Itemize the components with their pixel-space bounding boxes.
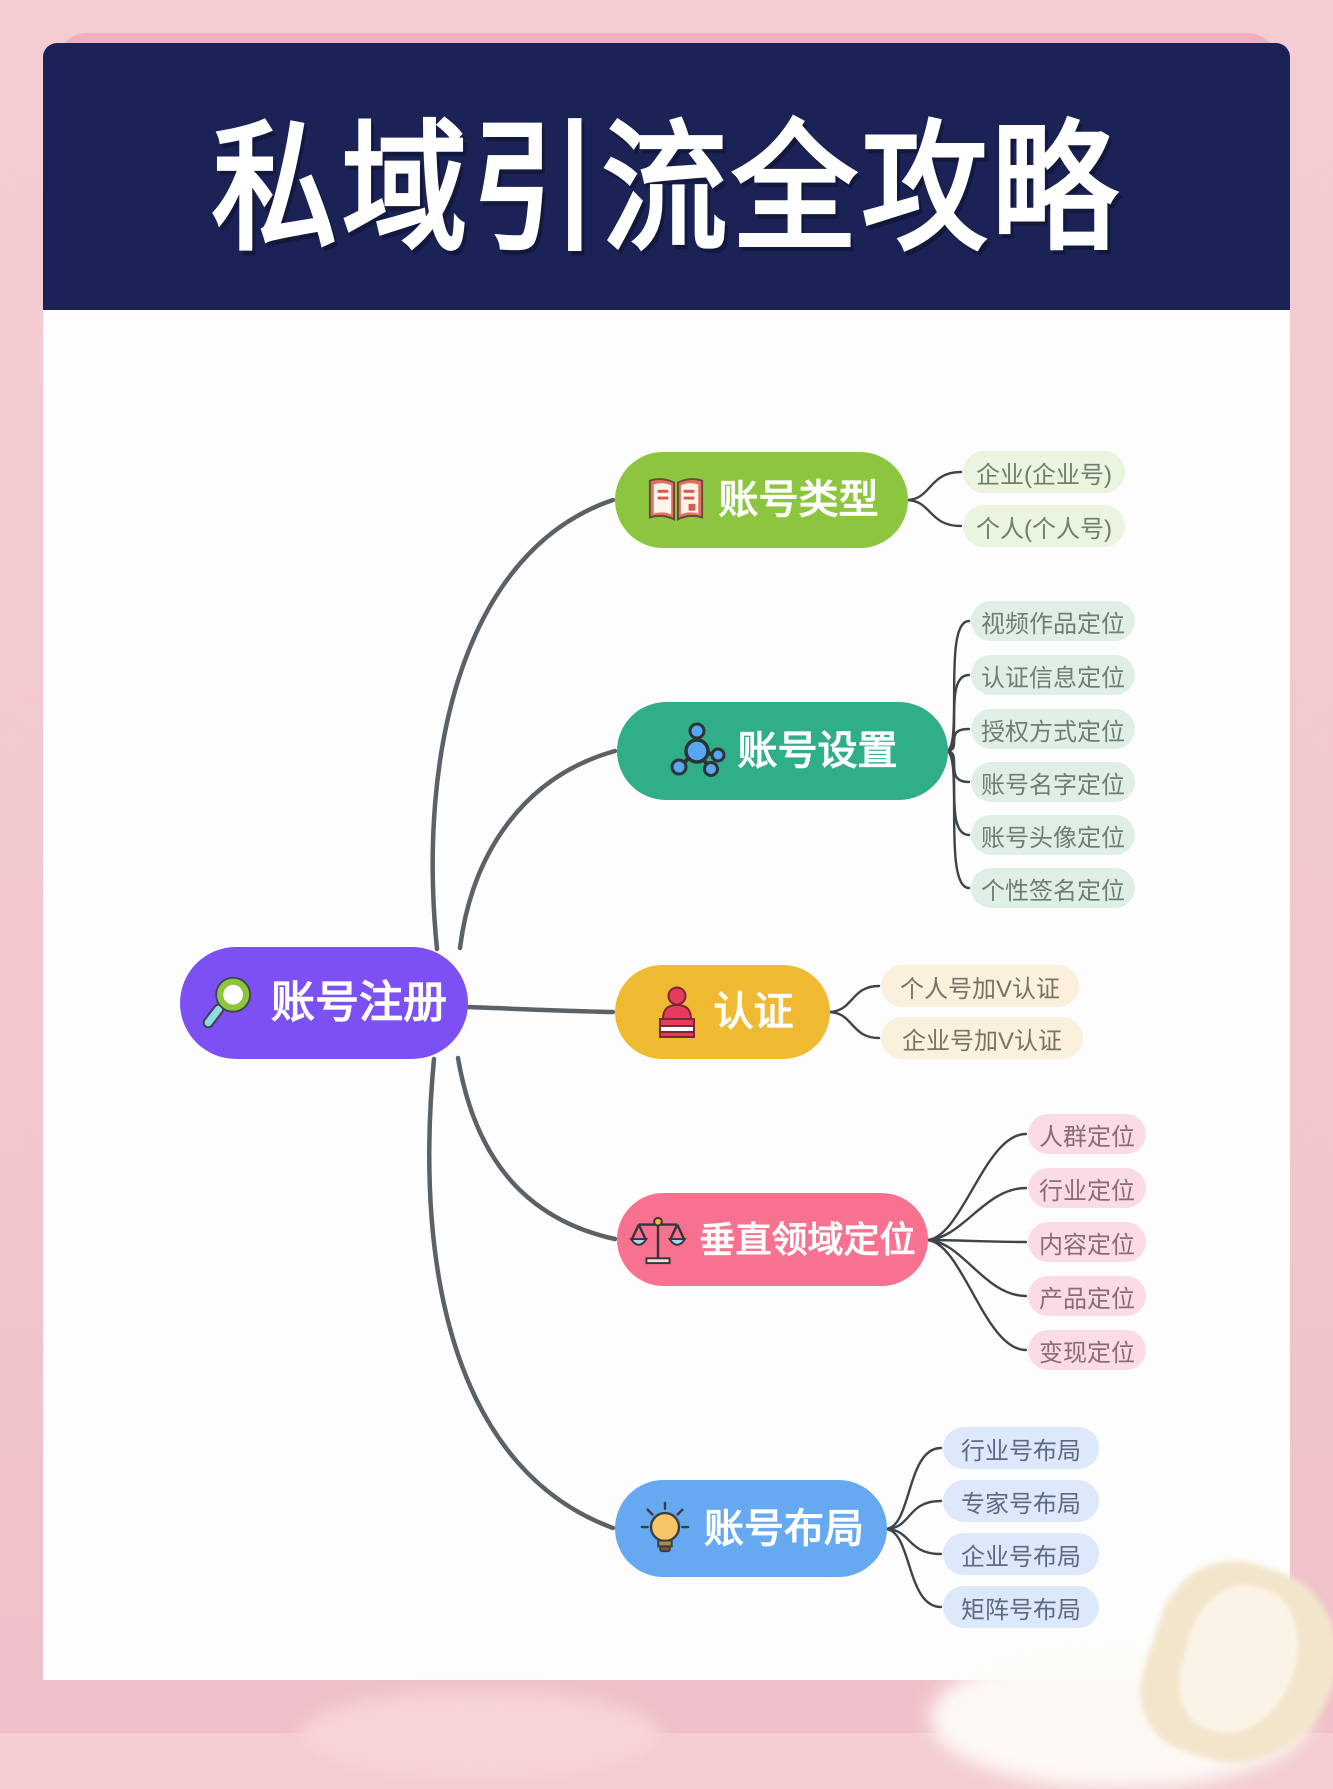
leaf-label: 授权方式定位 <box>981 718 1125 746</box>
leaf-label: 企业(企业号) <box>976 461 1112 489</box>
leaf-label: 内容定位 <box>1039 1231 1135 1259</box>
branch-node-certification[interactable]: 认证 <box>615 965 830 1059</box>
lightbulb-icon <box>638 1501 692 1557</box>
poster-card <box>43 43 1290 1680</box>
branch-node-label: 账号设置 <box>737 729 898 773</box>
branch-node-label: 垂直领域定位 <box>699 1218 916 1260</box>
watercolor-blob-decoration <box>300 1690 660 1780</box>
leaf-label: 企业号加V认证 <box>901 1027 1062 1055</box>
branch-node-account-type[interactable]: 账号类型 <box>615 452 908 548</box>
magnifier-icon <box>201 974 259 1032</box>
leaf-node[interactable]: 授权方式定位 <box>971 709 1135 749</box>
leaf-label: 行业定位 <box>1039 1177 1135 1205</box>
root-node-label: 账号注册 <box>271 978 447 1027</box>
leaf-label: 企业号布局 <box>961 1543 1081 1571</box>
leaf-node[interactable]: 个性签名定位 <box>971 868 1135 908</box>
branch-node-label: 账号布局 <box>704 1506 864 1551</box>
leaf-node[interactable]: 个人(个人号) <box>963 505 1125 547</box>
branch-node-label: 账号类型 <box>718 478 879 522</box>
branch-node-label: 认证 <box>713 990 794 1034</box>
leaf-node[interactable]: 行业号布局 <box>943 1427 1099 1469</box>
open-book-icon <box>645 474 707 526</box>
leaf-node[interactable]: 账号名字定位 <box>971 762 1135 802</box>
leaf-node[interactable]: 账号头像定位 <box>971 815 1135 855</box>
leaf-label: 专家号布局 <box>961 1490 1081 1518</box>
leaf-node[interactable]: 产品定位 <box>1028 1276 1146 1316</box>
leaf-label: 个人(个人号) <box>976 515 1112 543</box>
leaf-label: 个人号加V认证 <box>899 975 1060 1003</box>
leaf-label: 个性签名定位 <box>981 877 1125 905</box>
root-node-account-register[interactable]: 账号注册 <box>180 947 468 1059</box>
branch-node-vertical-field[interactable]: 垂直领域定位 <box>617 1193 928 1286</box>
leaf-label: 账号头像定位 <box>981 824 1125 852</box>
leaf-node[interactable]: 行业定位 <box>1028 1168 1146 1208</box>
leaf-node[interactable]: 个人号加V认证 <box>881 965 1079 1007</box>
leaf-node[interactable]: 视频作品定位 <box>971 601 1135 641</box>
leaf-node[interactable]: 企业号布局 <box>943 1533 1099 1575</box>
leaf-node[interactable]: 企业号加V认证 <box>881 1017 1083 1059</box>
stamp-icon <box>652 985 702 1039</box>
leaf-node[interactable]: 企业(企业号) <box>963 451 1125 493</box>
leaf-label: 矩阵号布局 <box>961 1596 1081 1624</box>
branch-node-account-layout[interactable]: 账号布局 <box>615 1480 887 1577</box>
poster-title: 私域引流全攻略 <box>211 109 1122 268</box>
leaf-label: 视频作品定位 <box>981 610 1125 638</box>
poster-header: 私域引流全攻略 <box>43 43 1290 310</box>
leaf-node[interactable]: 认证信息定位 <box>971 655 1135 695</box>
leaf-node[interactable]: 变现定位 <box>1028 1330 1146 1370</box>
balance-scale-icon <box>629 1214 688 1266</box>
leaf-label: 人群定位 <box>1039 1123 1135 1151</box>
leaf-node[interactable]: 矩阵号布局 <box>943 1586 1099 1628</box>
leaf-node[interactable]: 人群定位 <box>1028 1114 1146 1154</box>
leaf-label: 认证信息定位 <box>981 664 1125 692</box>
leaf-node[interactable]: 专家号布局 <box>943 1480 1099 1522</box>
leaf-label: 账号名字定位 <box>981 771 1125 799</box>
branch-node-account-settings[interactable]: 账号设置 <box>617 702 948 800</box>
leaf-label: 产品定位 <box>1039 1285 1135 1313</box>
leaf-label: 行业号布局 <box>961 1437 1081 1465</box>
leaf-node[interactable]: 内容定位 <box>1028 1222 1146 1262</box>
leaf-label: 变现定位 <box>1039 1339 1135 1367</box>
molecule-icon <box>668 722 726 780</box>
